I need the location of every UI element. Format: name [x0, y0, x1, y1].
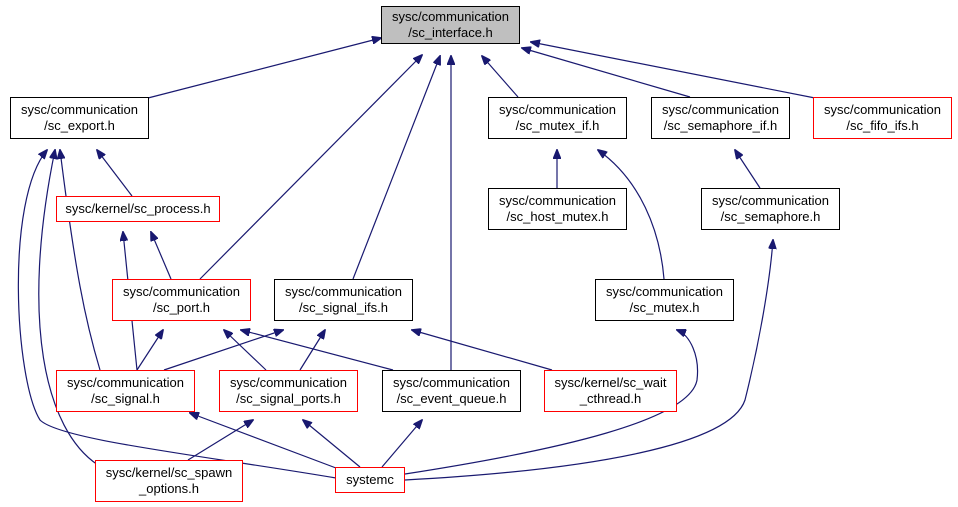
node-sc-interface-line1: sysc/communication — [391, 9, 510, 24]
node-sc-port[interactable]: sysc/communication /sc_port.h — [112, 279, 251, 321]
edge-from-sc-signal-ifs-5 — [352, 56, 440, 280]
node-sc-signal-ports-line1: sysc/communication — [229, 375, 348, 390]
edge-from-sc-port-4 — [199, 55, 422, 280]
edge-from-sc-signal-19 — [163, 330, 283, 371]
edge-from-sc-mutex-if-1 — [482, 56, 519, 98]
node-sc-semaphore-line1: sysc/communication — [711, 193, 830, 208]
node-sc-semaphore-if-line1: sysc/communication — [661, 102, 780, 117]
edge-from-systemc-25 — [381, 420, 422, 468]
dependency-edges — [17, 38, 816, 481]
edge-from-sc-semaphore-13 — [735, 150, 761, 189]
node-sc-event-queue-line1: sysc/communication — [392, 375, 511, 390]
node-sc-mutex-if-line2: /sc_mutex_if.h — [515, 118, 600, 133]
node-sc-event-queue[interactable]: sysc/communication /sc_event_queue.h — [382, 370, 521, 412]
node-sc-event-queue-line2: /sc_event_queue.h — [396, 391, 507, 406]
node-sc-interface: sysc/communication /sc_interface.h — [381, 6, 520, 44]
node-sc-spawn-options[interactable]: sysc/kernel/sc_spawn _options.h — [95, 460, 243, 502]
edge-from-sc-mutex-12 — [598, 150, 665, 280]
edge-from-sc-export-0 — [147, 38, 381, 99]
node-systemc[interactable]: systemc — [335, 467, 405, 493]
node-sc-signal[interactable]: sysc/communication /sc_signal.h — [56, 370, 195, 412]
node-sc-fifo-ifs[interactable]: sysc/communication /sc_fifo_ifs.h — [813, 97, 952, 139]
edge-from-sc-spawn-options-23 — [187, 420, 253, 461]
node-sc-interface-line2: /sc_interface.h — [408, 25, 493, 40]
node-sc-wait-cthread-line2: _cthread.h — [579, 391, 642, 406]
node-sc-port-line2: /sc_port.h — [152, 300, 211, 315]
node-sc-mutex-line2: /sc_mutex.h — [629, 300, 700, 315]
node-sc-signal-ports[interactable]: sysc/communication /sc_signal_ports.h — [219, 370, 358, 412]
node-sc-semaphore-if-line2: /sc_semaphore_if.h — [663, 118, 778, 133]
edge-from-sc-fifo-ifs-3 — [531, 42, 816, 99]
edge-from-sc-signal-16 — [136, 330, 163, 371]
node-sc-mutex-line1: sysc/communication — [605, 284, 724, 299]
node-sc-semaphore-line2: /sc_semaphore.h — [720, 209, 821, 224]
node-sc-mutex-if-line1: sysc/communication — [498, 102, 617, 117]
edge-from-sc-process-7 — [97, 150, 133, 197]
node-sc-semaphore-if[interactable]: sysc/communication /sc_semaphore_if.h — [651, 97, 790, 139]
node-sc-process-line1: sysc/kernel/sc_process.h — [65, 201, 211, 216]
edge-from-sc-signal-8 — [60, 150, 101, 371]
node-sc-fifo-ifs-line1: sysc/communication — [823, 102, 942, 117]
node-sc-fifo-ifs-line2: /sc_fifo_ifs.h — [846, 118, 919, 133]
node-sc-port-line1: sysc/communication — [122, 284, 241, 299]
node-sc-mutex[interactable]: sysc/communication /sc_mutex.h — [595, 279, 734, 321]
node-sc-host-mutex-line2: /sc_host_mutex.h — [506, 209, 609, 224]
edge-from-systemc-27 — [404, 240, 773, 481]
node-sc-wait-cthread-line1: sysc/kernel/sc_wait — [554, 375, 667, 390]
edge-from-sc-spawn-options-9 — [38, 150, 99, 466]
node-sc-semaphore[interactable]: sysc/communication /sc_semaphore.h — [701, 188, 840, 230]
node-sc-signal-ifs-line1: sysc/communication — [284, 284, 403, 299]
edge-from-systemc-10 — [17, 150, 337, 479]
node-sc-mutex-if[interactable]: sysc/communication /sc_mutex_if.h — [488, 97, 627, 139]
node-sc-host-mutex-line1: sysc/communication — [498, 193, 617, 208]
node-sc-export[interactable]: sysc/communication /sc_export.h — [10, 97, 149, 139]
node-sc-signal-ports-line2: /sc_signal_ports.h — [236, 391, 341, 406]
node-sc-process[interactable]: sysc/kernel/sc_process.h — [56, 196, 220, 222]
edge-from-sc-signal-ports-17 — [224, 330, 267, 371]
node-sc-host-mutex[interactable]: sysc/communication /sc_host_mutex.h — [488, 188, 627, 230]
edge-from-sc-semaphore-if-2 — [522, 48, 691, 98]
node-sc-export-line2: /sc_export.h — [44, 118, 115, 133]
node-sc-spawn-options-line2: _options.h — [139, 481, 199, 496]
edge-from-systemc-22 — [190, 413, 337, 469]
edge-from-systemc-24 — [303, 420, 361, 468]
node-sc-signal-line2: /sc_signal.h — [91, 391, 160, 406]
edge-from-sc-wait-cthread-21 — [412, 330, 553, 371]
edge-from-sc-port-14 — [151, 232, 172, 280]
node-systemc-line1: systemc — [346, 472, 394, 487]
node-sc-wait-cthread[interactable]: sysc/kernel/sc_wait _cthread.h — [544, 370, 677, 412]
node-sc-spawn-options-line1: sysc/kernel/sc_spawn — [105, 465, 233, 480]
node-sc-signal-line1: sysc/communication — [66, 375, 185, 390]
node-sc-signal-ifs-line2: /sc_signal_ifs.h — [299, 300, 388, 315]
node-sc-export-line1: sysc/communication — [20, 102, 139, 117]
node-sc-signal-ifs[interactable]: sysc/communication /sc_signal_ifs.h — [274, 279, 413, 321]
edge-from-sc-event-queue-18 — [241, 330, 394, 371]
edge-from-sc-signal-ports-20 — [299, 330, 325, 371]
